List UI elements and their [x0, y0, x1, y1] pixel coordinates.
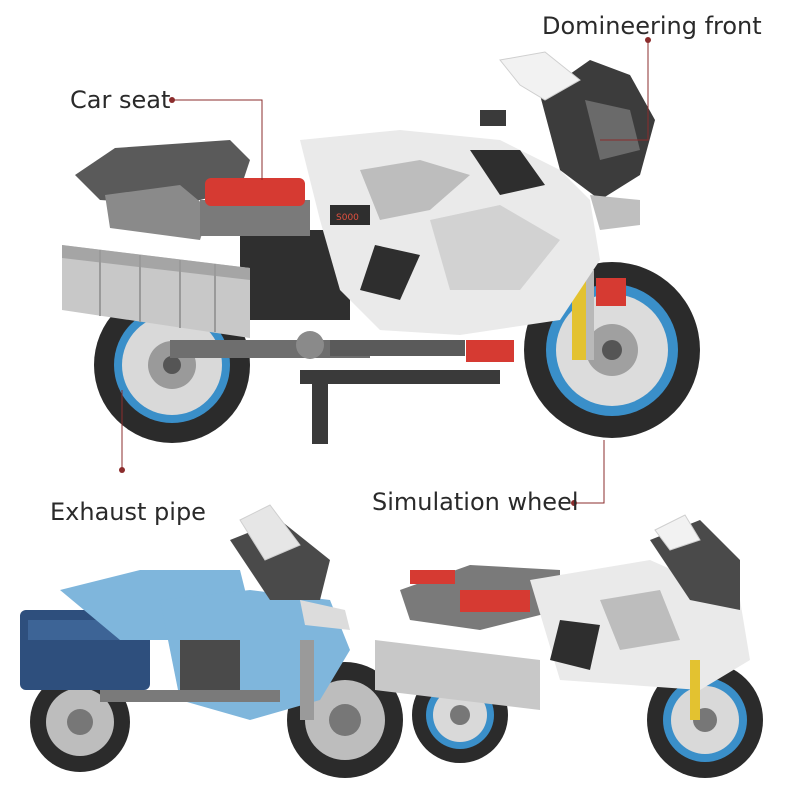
callout-exhaust-pipe: Exhaust pipe [50, 498, 206, 526]
front-leader [600, 40, 649, 141]
bike-badge: S000 [336, 213, 359, 223]
main-motorcycle: S000 [62, 51, 700, 444]
callout-car-seat: Car seat [70, 86, 171, 114]
callout-domineering-front: Domineering front [542, 12, 762, 40]
white-motorcycle [375, 514, 763, 778]
callout-simulation-wheel: Simulation wheel [372, 488, 579, 516]
car-seat-leader [172, 99, 263, 180]
wheel-leader [574, 440, 605, 504]
front-fairing [499, 51, 655, 230]
leader-lines [119, 37, 651, 506]
blue-motorcycle [20, 504, 403, 778]
exhaust-pipe [62, 245, 250, 338]
